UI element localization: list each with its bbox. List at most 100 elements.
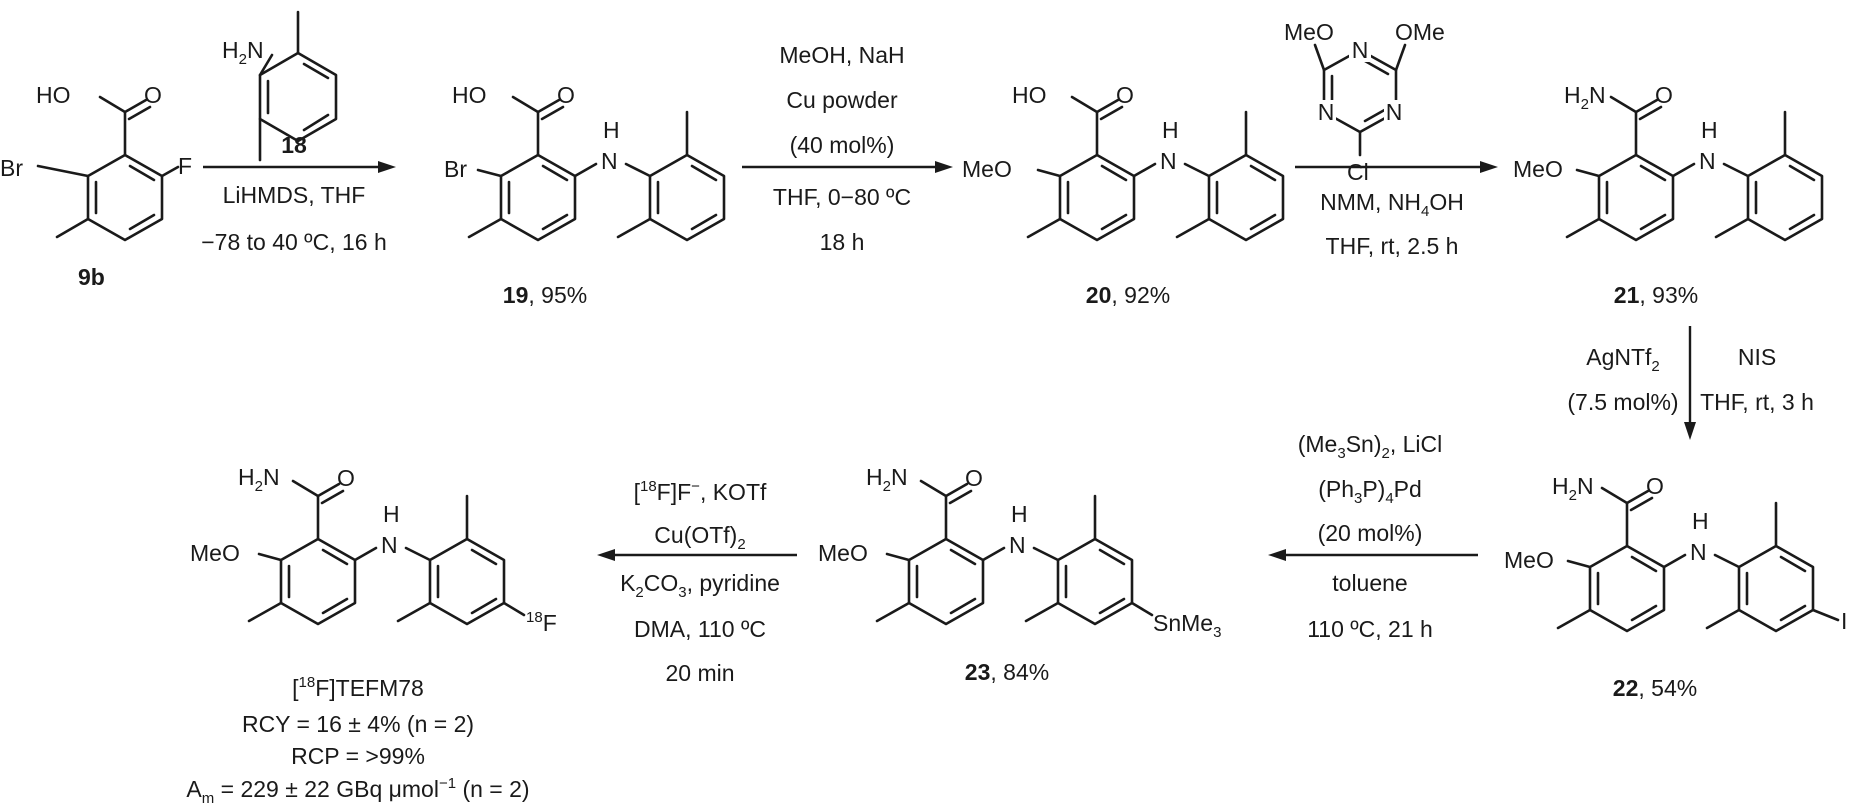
step-6-line-1: [18F]F−, KOTf (634, 478, 767, 505)
step-6-conditions: [18F]F−, KOTf Cu(OTf)2 K2CO3, pyridine D… (620, 478, 780, 686)
step-6-line-4: DMA, 110 ºC (634, 616, 766, 642)
atom-h: H (1162, 117, 1179, 143)
product-summary: [18F]TEFM78 RCY = 16 ± 4% (n = 2) RCP = … (186, 674, 529, 804)
step-5-conditions: (Me3Sn)2, LiCl (Ph3P)4Pd (20 mol%) tolue… (1298, 431, 1443, 642)
cdmt-n-right: N (1386, 99, 1403, 125)
compound-label-20: 20, 92% (1086, 282, 1170, 308)
reagent-18-structure: H2N (222, 10, 338, 162)
compound-label-23: 23, 84% (965, 659, 1049, 685)
step-6-line-5: 20 min (665, 660, 734, 686)
atom-o: O (1646, 473, 1664, 499)
cdmt-n-left: N (1318, 99, 1335, 125)
atom-br: Br (0, 155, 23, 181)
compound-21: H2N O MeO H N 21, 93% (1513, 82, 1824, 308)
compound-22: H2N O MeO H N I 22, 54% (1504, 473, 1847, 701)
step-1-arrow (203, 161, 396, 173)
atom-f: F (178, 153, 192, 179)
compound-label-19: 19, 95% (503, 282, 587, 308)
step-4-arrow (1684, 326, 1696, 440)
atom-o: O (965, 465, 983, 491)
cdmt-structure: N N N MeO OMe Cl (1284, 19, 1445, 185)
step-5-line-4: toluene (1332, 570, 1407, 596)
step-5-arrow (1268, 549, 1478, 561)
product-name: [18F]TEFM78 (292, 674, 424, 701)
atom-o: O (1655, 82, 1673, 108)
step-6-line-2: Cu(OTf)2 (654, 522, 745, 553)
product-rcy: RCY = 16 ± 4% (n = 2) (242, 711, 474, 737)
atom-n: N (1690, 539, 1707, 565)
atom-n: N (1699, 148, 1716, 174)
atom-meo: MeO (1284, 19, 1334, 45)
atom-o: O (337, 465, 355, 491)
step-5-line-2: (Ph3P)4Pd (1318, 476, 1422, 507)
step-1-line-1: LiHMDS, THF (223, 182, 366, 208)
atom-meo: MeO (1504, 547, 1554, 573)
step-4-left-1: AgNTf2 (1586, 344, 1660, 375)
atom-h2n: H2N (1552, 473, 1594, 504)
atom-h2n: H2N (1564, 82, 1606, 113)
product-rcp: RCP = >99% (291, 743, 425, 769)
atom-o: O (144, 82, 162, 108)
atom-br: Br (444, 156, 467, 182)
step-3-arrow (1295, 161, 1498, 173)
step-2-line-4: THF, 0−80 ºC (773, 184, 911, 210)
atom-ho: HO (1012, 82, 1047, 108)
atom-ho: HO (36, 82, 71, 108)
atom-o: O (1116, 82, 1134, 108)
atom-n: N (601, 148, 618, 174)
compound-label-22: 22, 54% (1613, 675, 1697, 701)
step-5-line-1: (Me3Sn)2, LiCl (1298, 431, 1443, 462)
step-5-line-5: 110 ºC, 21 h (1307, 616, 1433, 642)
atom-n: N (381, 532, 398, 558)
atom-meo: MeO (962, 156, 1012, 182)
step-3-line-1: NMM, NH4OH (1320, 189, 1464, 220)
atom-h: H (1011, 501, 1028, 527)
atom-snme3: SnMe3 (1153, 610, 1221, 641)
atom-h: H (1692, 508, 1709, 534)
compound-label-21: 21, 93% (1614, 282, 1698, 308)
atom-h: H (603, 117, 620, 143)
atom-h: H (1701, 117, 1718, 143)
compound-19: HO O Br H N 19, 95% (444, 82, 726, 308)
atom-h: H (383, 501, 400, 527)
product-molar-activity: Am = 229 ± 22 GBq μmol−1 (n = 2) (186, 775, 529, 804)
step-4-conditions: AgNTf2 (7.5 mol%) NIS THF, rt, 3 h (1567, 344, 1813, 415)
step-4-left-2: (7.5 mol%) (1567, 389, 1678, 415)
atom-18f: 18F (526, 609, 557, 636)
step-1-conditions: 18 LiHMDS, THF −78 to 40 ºC, 16 h (201, 132, 387, 255)
atom-n: N (1009, 532, 1026, 558)
atom-meo: MeO (818, 540, 868, 566)
compound-23: H2N O MeO H N SnMe3 23, 84% (818, 464, 1221, 685)
compound-label-9b: 9b (78, 264, 105, 290)
reagent-18-nh2: H2N (222, 37, 264, 68)
step-6-arrow (597, 549, 797, 561)
atom-meo: MeO (1513, 156, 1563, 182)
compound-20: HO O MeO H N 20, 92% (962, 82, 1285, 308)
step-3-conditions: NMM, NH4OH THF, rt, 2.5 h (1320, 189, 1464, 259)
atom-i: I (1841, 608, 1847, 634)
compound-9b: HO O Br F 9b (0, 82, 192, 290)
step-2-line-1: MeOH, NaH (779, 42, 904, 68)
step-2-line-5: 18 h (820, 229, 865, 255)
atom-cl: Cl (1347, 159, 1369, 185)
atom-meo: MeO (190, 540, 240, 566)
step-2-arrow (742, 161, 953, 173)
step-5-line-3: (20 mol%) (1318, 520, 1423, 546)
step-6-line-3: K2CO3, pyridine (620, 570, 780, 601)
atom-h2n: H2N (866, 464, 908, 495)
atom-ho: HO (452, 82, 487, 108)
step-3-line-2: THF, rt, 2.5 h (1326, 233, 1459, 259)
step-4-right-1: NIS (1738, 344, 1776, 370)
step-1-line-2: −78 to 40 ºC, 16 h (201, 229, 387, 255)
product-tefm78: H2N O MeO H N 18F (190, 464, 557, 636)
step-2-line-2: Cu powder (786, 87, 898, 113)
atom-ome: OMe (1395, 19, 1445, 45)
step-4-right-2: THF, rt, 3 h (1700, 389, 1814, 415)
step-2-conditions: MeOH, NaH Cu powder (40 mol%) THF, 0−80 … (773, 42, 911, 255)
reagent-label-18: 18 (281, 132, 307, 158)
step-2-line-3: (40 mol%) (790, 132, 895, 158)
atom-h2n: H2N (238, 464, 280, 495)
cdmt-n-top: N (1352, 37, 1369, 63)
